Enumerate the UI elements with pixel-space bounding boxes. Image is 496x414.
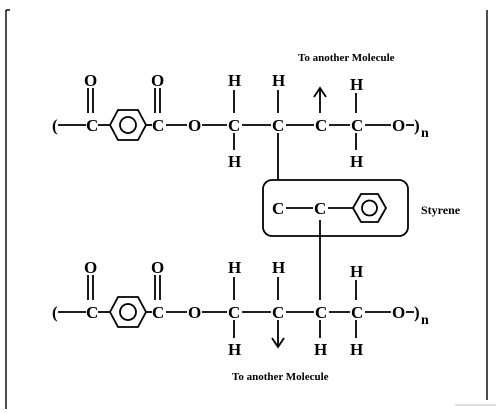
top-repeat-subscript: n <box>421 126 429 141</box>
top-carbon-3: C <box>228 116 240 135</box>
bottom-repeat-subscript: n <box>421 313 429 328</box>
bottom-carbonyl-carbon-1: C <box>86 303 98 322</box>
top-hydrogen-3-up: H <box>228 71 241 90</box>
top-carbonyl-carbon-2: C <box>152 116 164 135</box>
styrene-box <box>262 179 409 237</box>
styrene-carbon-2: C <box>314 199 326 218</box>
top-carbonyl-oxygen-1: O <box>84 71 97 90</box>
styrene-benzene-ring <box>351 193 388 223</box>
bottom-hydrogen-6-up: H <box>350 262 363 281</box>
top-carbon-5: C <box>315 116 327 135</box>
top-benzene-circle <box>119 116 137 134</box>
bottom-ester-oxygen: O <box>188 303 201 322</box>
top-hydrogen-6-down: H <box>350 152 363 171</box>
top-hydrogen-6-up: H <box>350 75 363 94</box>
bottom-carbon-4: C <box>272 303 284 322</box>
bottom-close-bracket: ) <box>414 303 420 322</box>
bottom-hydrogen-4-up: H <box>272 258 285 277</box>
top-crosslink-arrow-up-icon <box>313 86 327 98</box>
styrene-label: Styrene <box>421 203 461 217</box>
bottom-open-bracket: ( <box>52 303 58 322</box>
top-hydrogen-4-up: H <box>272 71 285 90</box>
bottom-carbon-3: C <box>228 303 240 322</box>
top-carbon-4: C <box>272 116 284 135</box>
bottom-carbonyl-carbon-2: C <box>152 303 164 322</box>
styrene-benzene-circle <box>361 199 378 217</box>
top-carbon-6: C <box>351 116 363 135</box>
bottom-benzene-circle <box>119 303 137 321</box>
top-annotation: To another Molecule <box>298 52 395 64</box>
bottom-carbonyl-oxygen-1: O <box>84 258 97 277</box>
styrene-carbon-1: C <box>272 199 284 218</box>
top-terminal-oxygen: O <box>392 116 405 135</box>
bottom-hydrogen-3-down: H <box>228 340 241 359</box>
top-carbonyl-carbon-1: C <box>86 116 98 135</box>
bottom-crosslink-arrow-down-icon <box>271 337 285 349</box>
bottom-annotation: To another Molecule <box>232 371 329 383</box>
top-ester-oxygen: O <box>188 116 201 135</box>
bottom-benzene-ring <box>108 296 148 328</box>
bottom-hydrogen-5-down: H <box>314 340 327 359</box>
top-carbonyl-oxygen-2: O <box>151 71 164 90</box>
top-open-bracket: ( <box>52 116 58 135</box>
bottom-carbonyl-oxygen-2: O <box>151 258 164 277</box>
bottom-terminal-oxygen: O <box>392 303 405 322</box>
bottom-hydrogen-6-down: H <box>350 340 363 359</box>
top-benzene-ring <box>108 109 148 141</box>
bottom-hydrogen-3-up: H <box>228 258 241 277</box>
top-hydrogen-3-down: H <box>228 152 241 171</box>
bottom-carbon-6: C <box>351 303 363 322</box>
bottom-carbon-5: C <box>315 303 327 322</box>
top-close-bracket: ) <box>414 116 420 135</box>
